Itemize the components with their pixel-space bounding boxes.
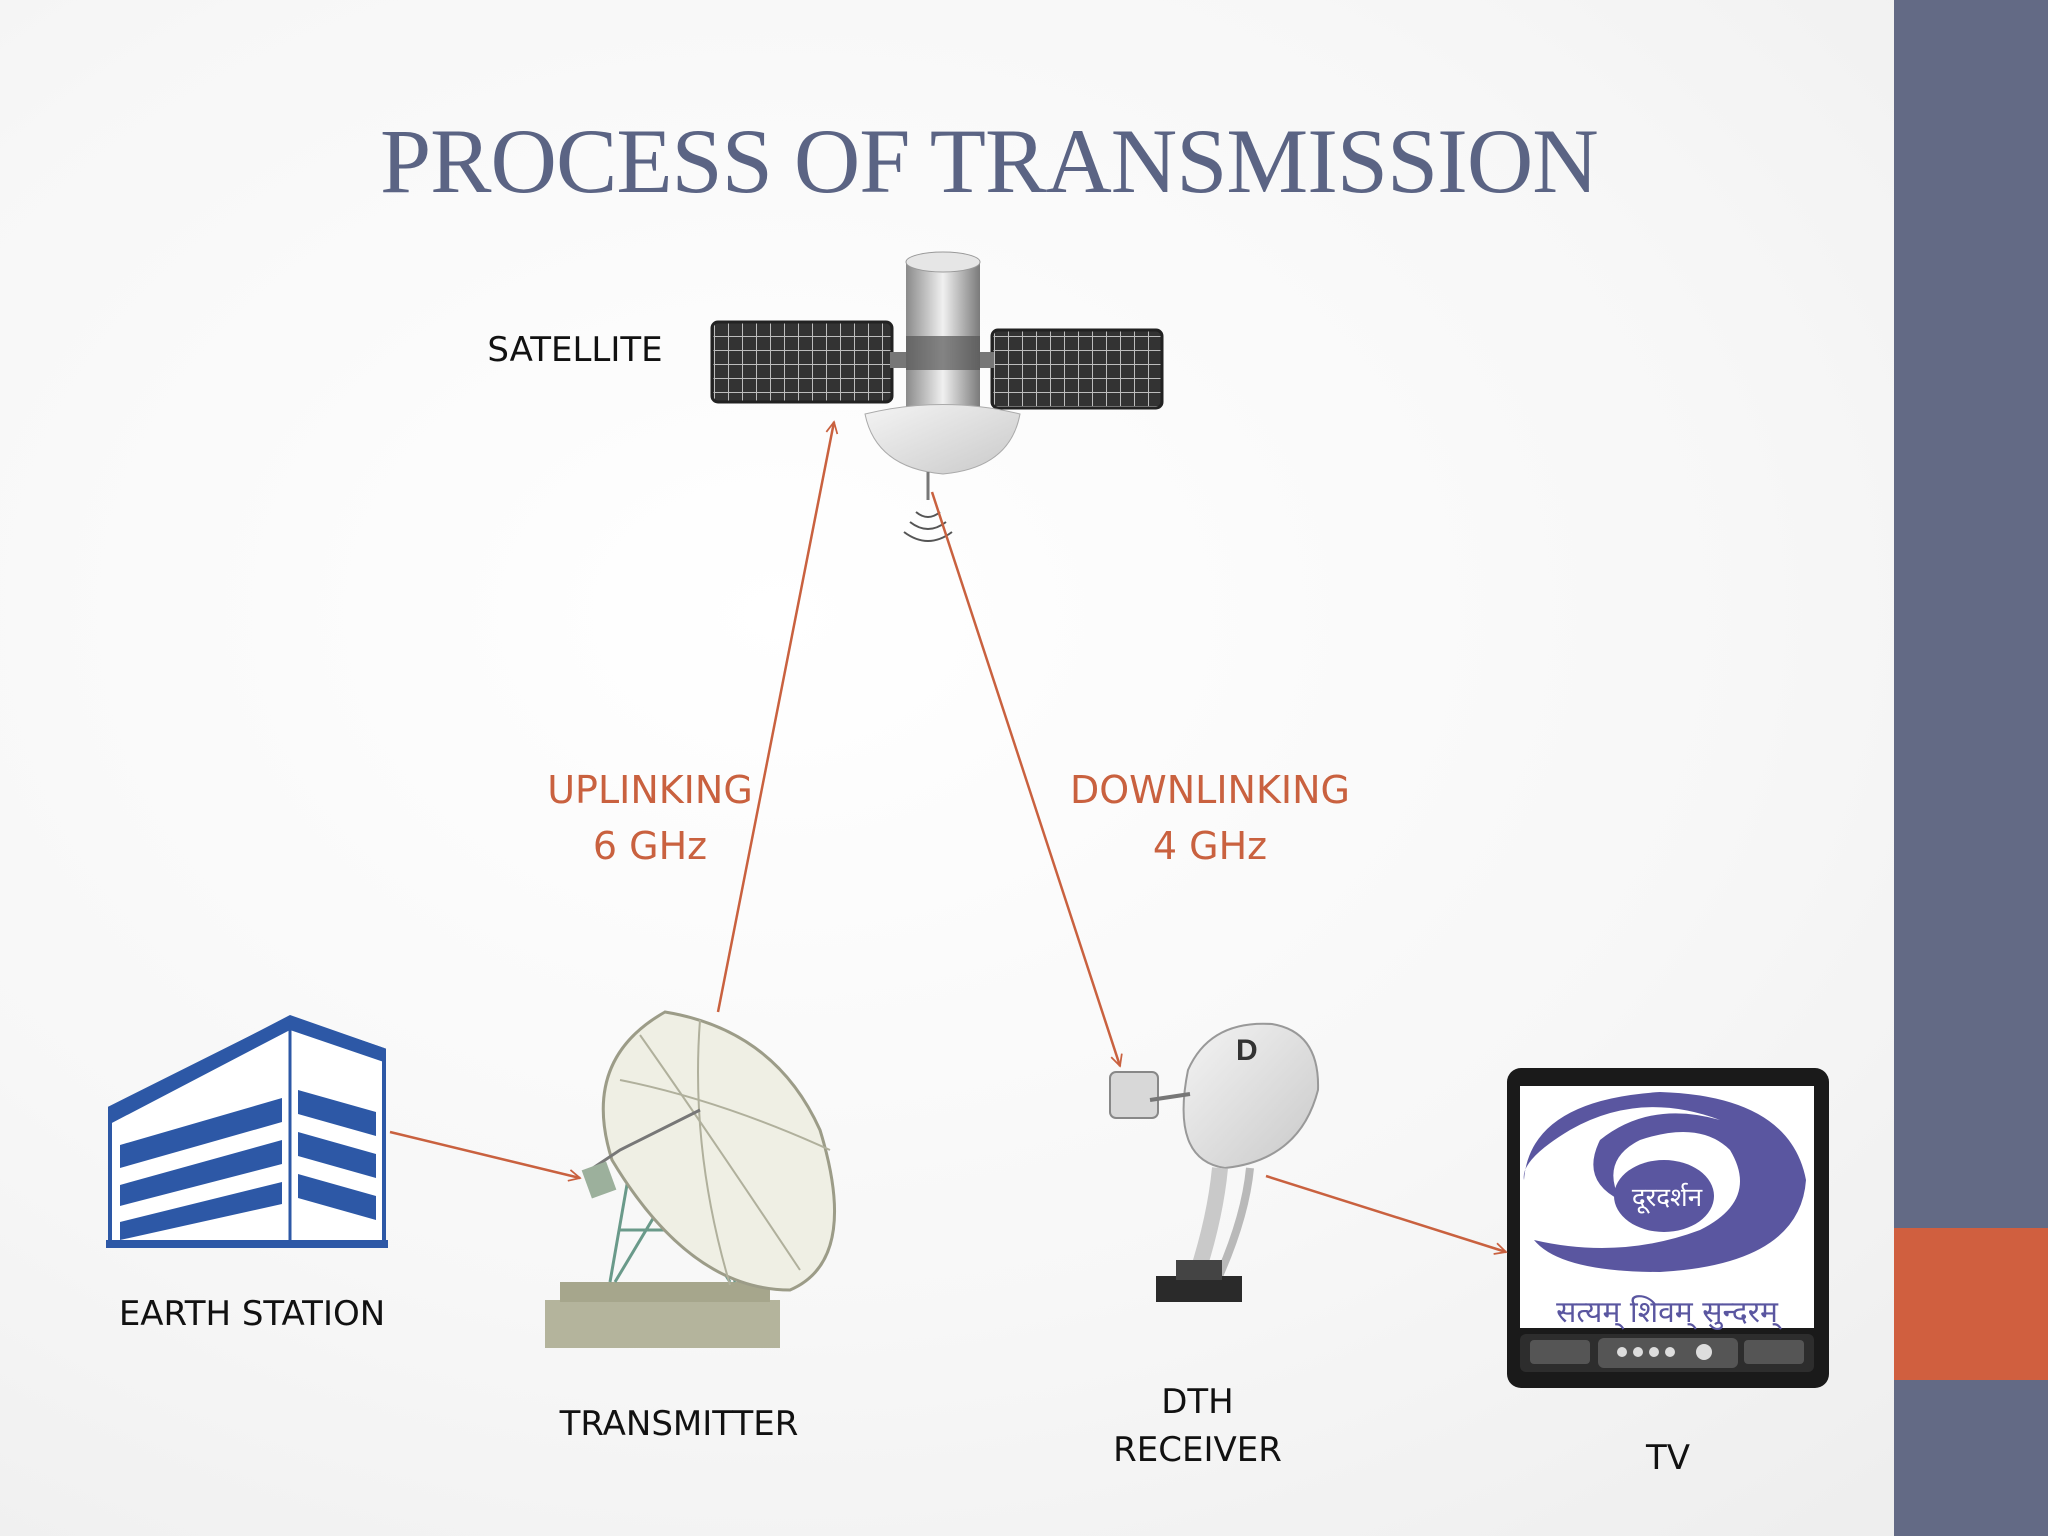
downlink-label: DOWNLINKING 4 GHz	[1060, 762, 1360, 874]
tv-label: TV	[1645, 1438, 1691, 1478]
building-icon	[106, 1015, 388, 1248]
downlink-name: DOWNLINKING	[1070, 768, 1350, 812]
dth-receiver-label-line1: DTH	[1161, 1382, 1234, 1422]
uplink-name: UPLINKING	[547, 768, 753, 812]
downlink-arrow	[930, 491, 1120, 1066]
dth-receiver-label: DTH RECEIVER	[1110, 1378, 1285, 1474]
doordarshan-logo	[1523, 1092, 1806, 1272]
downlink-frequency: 4 GHz	[1152, 824, 1268, 868]
station-to-transmitter-arrow	[389, 1130, 580, 1178]
transmitter-label: TRANSMITTER	[559, 1404, 799, 1444]
svg-text:D: D	[1236, 1034, 1258, 1067]
earth-station-label: EARTH STATION	[118, 1294, 386, 1334]
side-accent-block	[1894, 1228, 2048, 1380]
receiver-to-tv-arrow	[1265, 1174, 1506, 1252]
dth-receiver-icon: D	[1109, 1022, 1320, 1302]
uplink-frequency: 6 GHz	[592, 824, 708, 868]
satellite-label: SATELLITE	[487, 330, 663, 370]
satellite-icon	[710, 251, 1164, 542]
transmitter-dish-icon	[545, 1010, 837, 1348]
uplink-arrow	[716, 422, 834, 1013]
dth-receiver-label-line2: RECEIVER	[1113, 1430, 1282, 1470]
uplink-label: UPLINKING 6 GHz	[530, 762, 770, 874]
tv-icon	[1507, 1068, 1829, 1388]
tv-channel-name: दूरदर्शन	[1631, 1183, 1703, 1213]
tv-motto: सत्यम् शिवम् सुन्दरम्	[1556, 1295, 1778, 1330]
slide-title: PROCESS OF TRANSMISSION	[380, 110, 1599, 212]
